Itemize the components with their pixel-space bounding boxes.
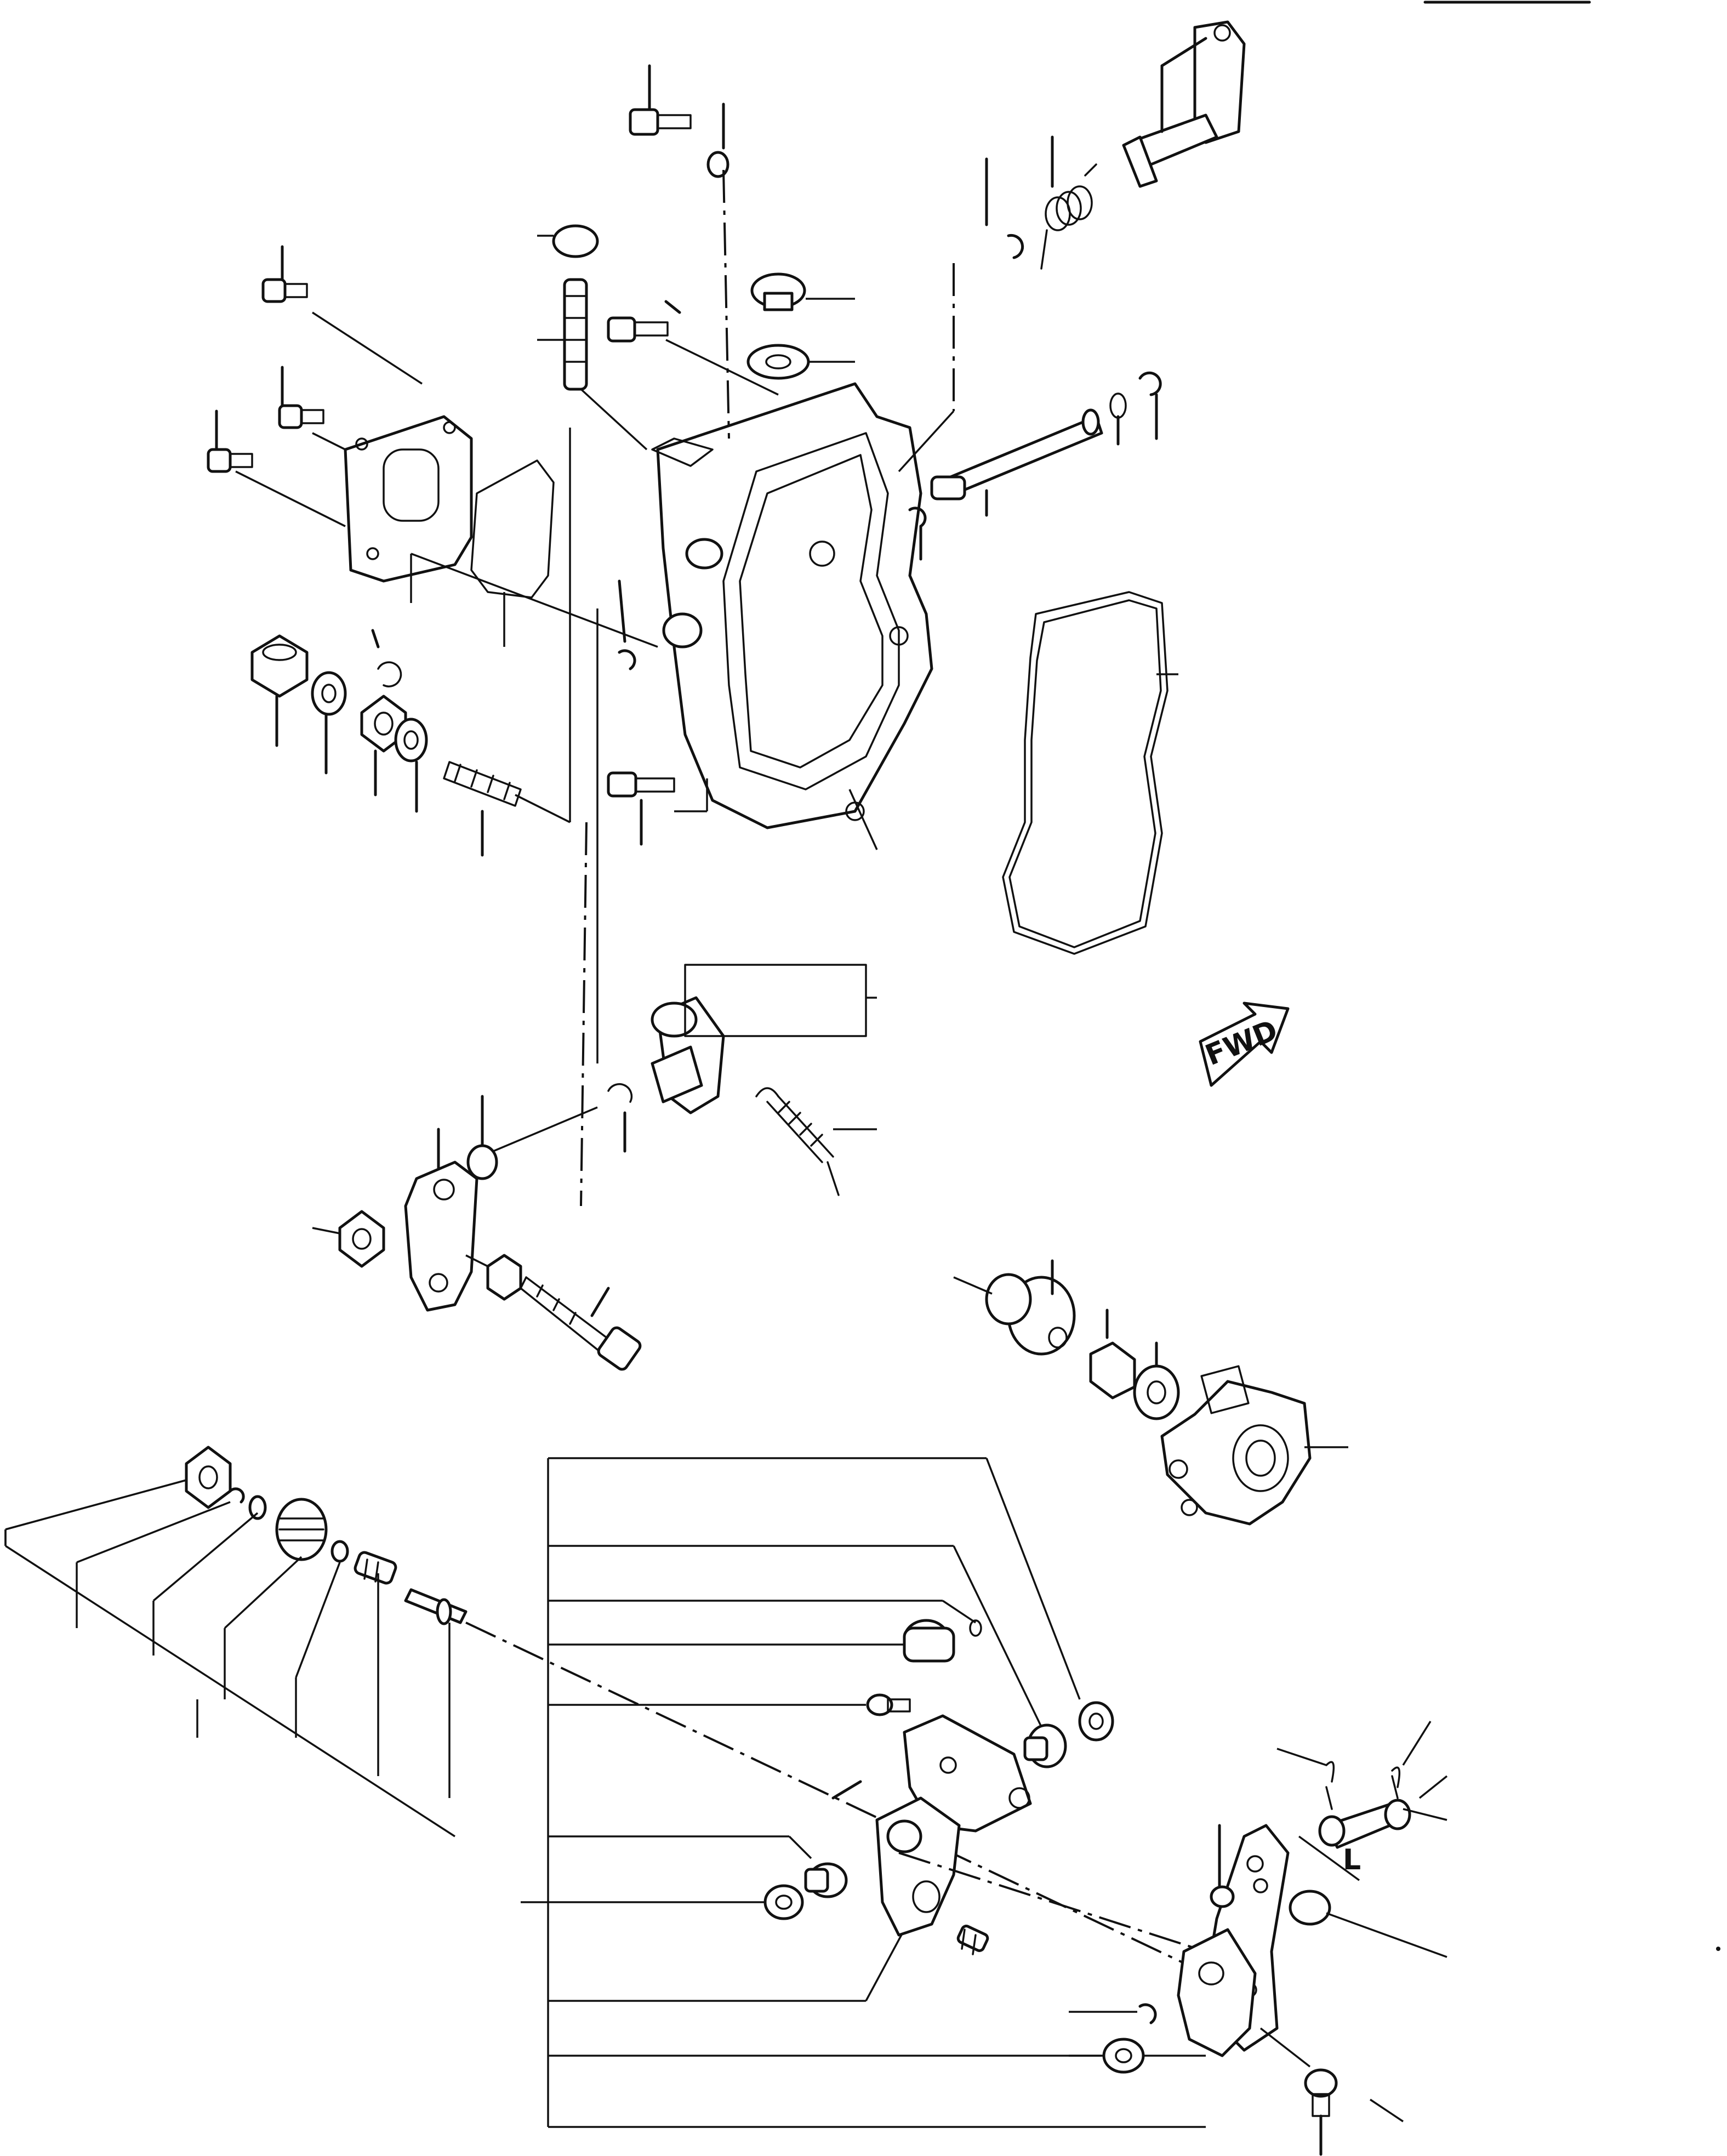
dash-axis-center — [580, 822, 588, 1207]
leader-lever-elbow — [493, 1106, 598, 1152]
leader-cover-3 — [235, 470, 346, 527]
pin-stack — [404, 1588, 468, 1625]
fwd-arrow: FWD — [1199, 1002, 1290, 1087]
leader-cotter-2 — [1402, 1721, 1432, 1766]
washer-top — [706, 151, 729, 178]
leader-lever-bolt — [1259, 2027, 1311, 2068]
lever-shaft — [1122, 20, 1246, 188]
flange-nut — [312, 1210, 385, 1268]
adjust-screw — [520, 1276, 642, 1371]
cover-gasket — [470, 459, 555, 599]
washer-stack-1 — [248, 1495, 267, 1520]
nut-right — [1089, 1309, 1136, 1400]
bushing-mid — [804, 1862, 848, 1898]
pivot-pin — [903, 1619, 982, 1663]
dash-stack-axis — [465, 1622, 1206, 1975]
lower-bracket — [521, 1457, 1206, 2128]
leader-spring-left — [515, 794, 571, 823]
clip-top-right — [985, 157, 1024, 259]
leader-cover-2 — [312, 432, 346, 451]
washer-small-right — [1210, 1824, 1235, 1908]
nut-stack-1 — [185, 1446, 232, 1509]
leader-cover-1 — [312, 311, 423, 385]
governor-housing — [651, 382, 933, 829]
spring-left — [443, 761, 522, 857]
nut-top — [552, 224, 599, 258]
lever-plate — [404, 1128, 478, 1312]
spring-small-stack — [354, 1551, 397, 1585]
tension-spring — [755, 1087, 877, 1196]
nut-left — [360, 629, 407, 797]
pin-roll — [831, 1780, 862, 1800]
dot-right-edge — [1716, 1947, 1720, 1951]
clip-stack — [229, 1487, 245, 1504]
spring-top-right — [1040, 135, 1097, 270]
dash-washer-top — [722, 169, 730, 439]
washer-lever — [466, 1144, 498, 1180]
clip-lower-left-lever — [1069, 2003, 1157, 2024]
ring-elbow — [607, 1083, 633, 1103]
cap-nut — [250, 634, 309, 747]
leader-washer-lever-right — [1326, 1912, 1447, 1958]
ring-lower — [1078, 1701, 1114, 1742]
clip-housing-right — [908, 507, 927, 528]
cotter-pin-2 — [1391, 1766, 1401, 1788]
leader-cover-4 — [411, 553, 658, 648]
bolt-top — [629, 64, 692, 136]
linkage-rod — [1318, 1775, 1448, 1849]
washer-right — [1133, 1341, 1180, 1420]
washer-mid — [763, 1884, 804, 1920]
housing-gasket-inner — [1008, 599, 1162, 948]
stack-bracket — [4, 1479, 455, 1838]
leader-shaft-right — [898, 410, 955, 473]
washer-stack-2 — [330, 1540, 349, 1563]
bell-crank — [875, 1796, 961, 1937]
adjust-nut — [465, 1254, 522, 1301]
clip-shaft-right — [1138, 371, 1162, 396]
bushing-lower — [1023, 1723, 1067, 1768]
cotter-pin-1 — [1325, 1761, 1335, 1783]
bolt-upper-left — [261, 245, 308, 303]
leader-cotter-1 — [1276, 1748, 1327, 1766]
bolt-lower-housing — [607, 771, 708, 846]
leader-stud — [580, 388, 648, 451]
dash-lower-link — [898, 1852, 1206, 1953]
dimension-label: L — [1343, 1844, 1361, 1876]
dimension-l: L — [1298, 1835, 1361, 1881]
shaft-right — [930, 408, 1103, 517]
clip-housing-mid — [618, 649, 636, 670]
cap — [953, 1259, 1076, 1356]
bolt-lower-left — [207, 409, 253, 473]
spring-small-lower — [956, 1925, 989, 1955]
leader-housing — [848, 789, 878, 850]
screw-small-lower — [866, 1693, 911, 1716]
washer-lever-right — [1289, 1890, 1331, 1926]
governor-body — [1160, 1365, 1348, 1526]
washer-left-1 — [311, 671, 347, 775]
spring-stack — [275, 1498, 328, 1561]
washer-lower-left-lever — [1069, 2038, 1145, 2074]
bolt-lower-right — [1304, 2068, 1404, 2156]
bolt-mid-left — [278, 366, 324, 429]
link-bracket — [903, 1714, 1032, 1833]
plug — [750, 272, 855, 311]
housing-gasket — [1002, 591, 1169, 955]
plug-washer — [746, 344, 855, 380]
cover-plate — [344, 415, 473, 583]
washer-left-2 — [394, 718, 428, 813]
leader-clip-housing-mid — [618, 579, 626, 643]
bolt-mid-housing — [607, 300, 779, 396]
ring-shaft-right — [1109, 392, 1127, 419]
lever-link — [1177, 1928, 1257, 2057]
stud — [537, 278, 588, 391]
elbow-fitting — [651, 964, 877, 1114]
